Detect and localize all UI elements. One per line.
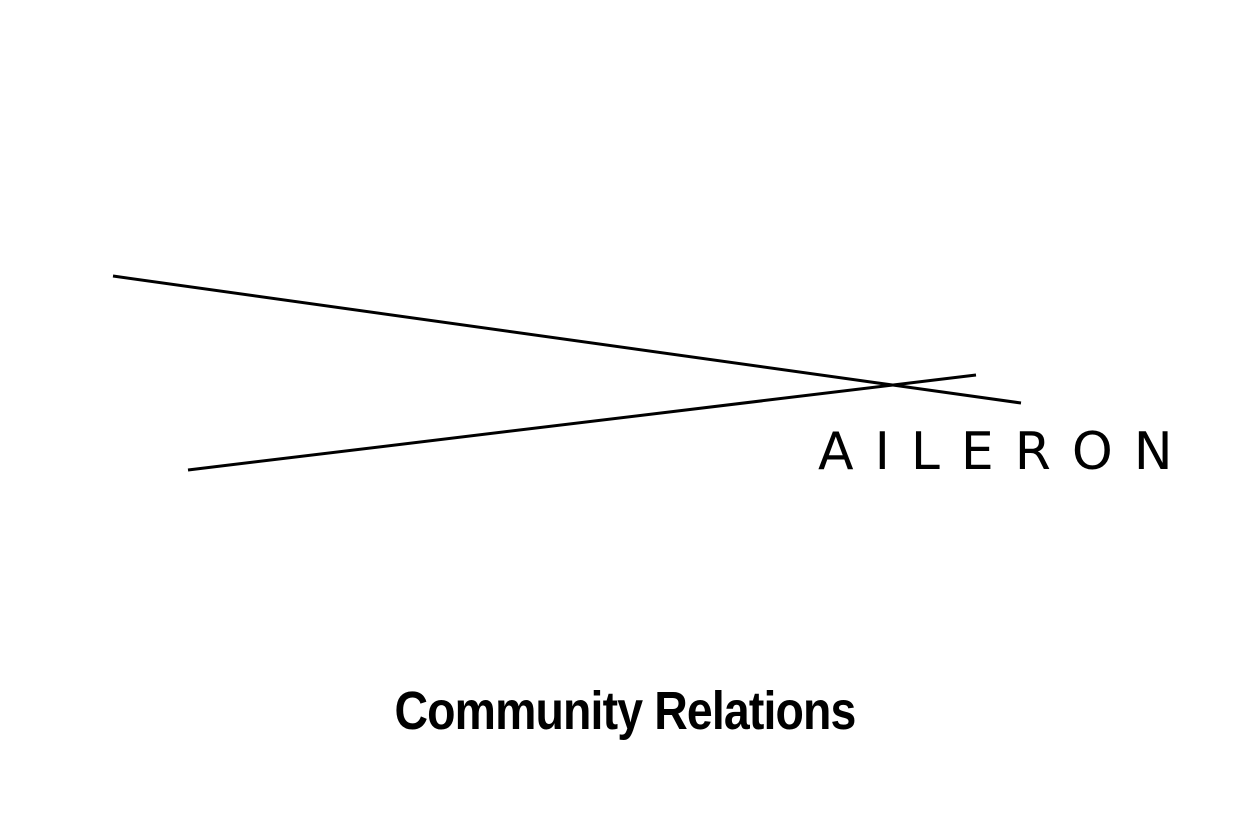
logo-line-lower bbox=[187, 373, 977, 472]
logo-line-upper bbox=[112, 274, 1022, 405]
page-subtitle: Community Relations bbox=[394, 681, 856, 741]
brand-wordmark: AILERON bbox=[818, 422, 1194, 482]
